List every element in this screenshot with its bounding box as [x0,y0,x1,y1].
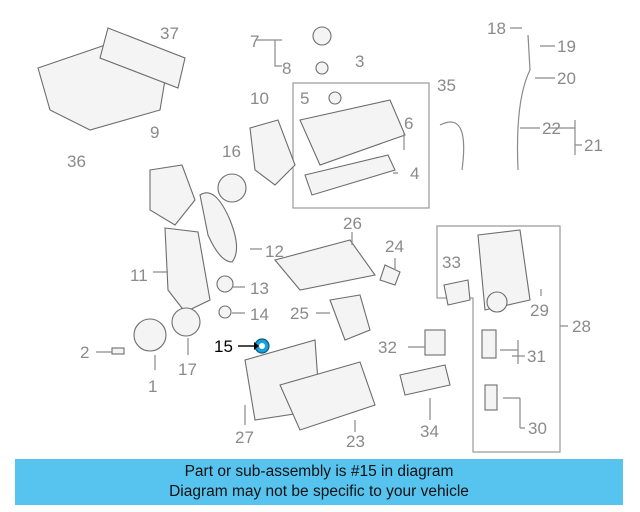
bolt-2 [111,347,125,355]
callout-35: 35 [437,76,456,95]
callout-2: 2 [80,343,89,362]
intake-gasket [99,27,186,89]
leaders-left [96,248,262,370]
callout-37: 37 [160,24,179,43]
filter-housing [477,229,531,311]
callout-34: 34 [420,422,439,441]
valve-cover [299,99,406,166]
callout-12: 12 [265,242,284,261]
sensor-32 [424,329,446,356]
sprocket-17 [171,307,201,337]
timing-cover [149,164,196,226]
callout-3: 3 [355,52,364,71]
banner-line-2: Diagram may not be specific to your vehi… [169,483,469,500]
part-24 [379,264,401,286]
leaders-valve [393,133,405,174]
valve-cover-group-box [292,82,430,209]
part-31 [481,329,497,359]
valve-cover-gasket [304,154,396,196]
callout-31: 31 [527,347,546,366]
callout-4: 4 [410,164,419,183]
callout-9: 9 [150,123,159,142]
callout-13: 13 [250,279,269,298]
callout-24: 24 [385,237,404,256]
callout-7: 7 [250,32,259,51]
banner-line-1: Part or sub-assembly is #15 in diagram [184,463,454,480]
leaders-filter [500,289,568,429]
leaders-right [510,27,582,155]
baffle-26 [274,239,376,291]
callout-11: 11 [130,266,148,285]
leader-7 [256,39,282,67]
timing-cover-rear [249,119,296,186]
info-banner: Part or sub-assembly is #15 in diagram D… [15,459,623,505]
dipstick-tube [516,34,531,171]
callout-23: 23 [346,432,365,451]
timing-belt [199,192,238,263]
callout-25: 25 [290,304,309,323]
callout-22: 22 [542,119,561,138]
callout-16: 16 [222,142,241,161]
filter-element [486,291,508,313]
pulley-16 [217,173,247,203]
part-33 [443,279,471,306]
callout-19: 19 [557,37,576,56]
callout-10: 10 [250,89,269,108]
callout-1: 1 [148,377,157,396]
callout-28: 28 [572,317,591,336]
callout-5: 5 [300,89,309,108]
callout-17: 17 [178,360,197,379]
callout-20: 20 [557,69,576,88]
callout-32: 32 [378,338,397,357]
callout-18: 18 [487,19,506,38]
idler-13 [216,275,234,293]
cap-5 [328,91,342,105]
arrow-15-head [254,342,259,350]
seal-8 [315,61,329,75]
oil-filter-group-box [436,225,561,453]
callout-27: 27 [235,428,254,447]
oil-pump-25 [329,294,371,341]
callout-33: 33 [442,253,461,272]
oil-pan-23 [279,361,376,431]
callout-30: 30 [528,419,547,438]
callout-6: 6 [404,114,413,133]
callout-14: 14 [250,305,269,324]
callout-21: 21 [584,136,603,155]
idler-14 [218,305,232,319]
water-pump-housing [164,227,211,313]
callout-29: 29 [530,301,549,320]
hose-35 [439,121,465,171]
oil-cap-7 [312,26,332,46]
part-30 [484,384,498,411]
callout-26: 26 [343,214,362,233]
highlighted-part-15-bore [259,343,265,349]
callout-36: 36 [67,152,86,171]
leaders-middle [244,232,431,432]
crank-pulley [133,318,167,352]
bracket-34 [399,364,451,396]
parts-diagram: 1 2 3 4 5 6 7 8 9 10 11 12 13 14 15 16 1… [37,19,603,453]
callout-8: 8 [282,59,291,78]
callout-15: 15 [214,337,233,356]
